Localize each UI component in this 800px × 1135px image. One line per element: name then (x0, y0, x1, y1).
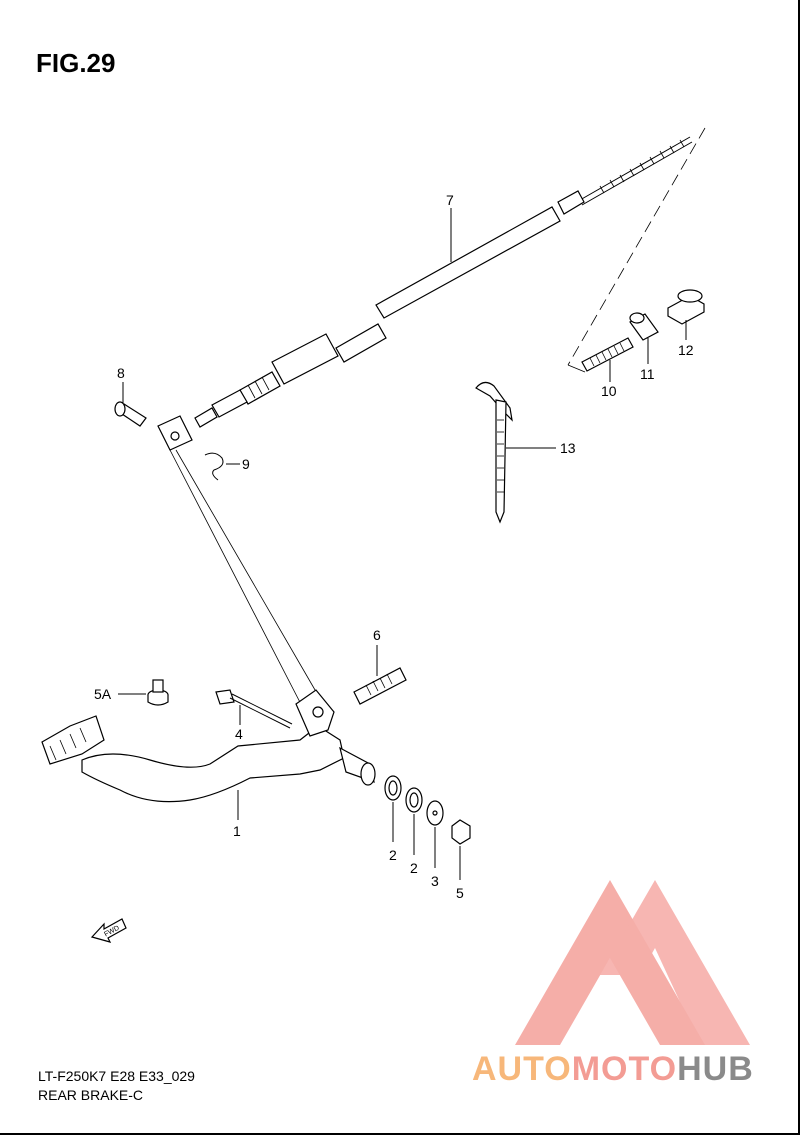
long-bolt (215, 689, 293, 729)
joint-part (629, 312, 659, 364)
callout-10: 10 (601, 383, 617, 399)
callout-5a: 5A (94, 686, 112, 702)
model-code: LT-F250K7 E28 E33_029 (38, 1068, 195, 1084)
callout-7: 7 (446, 192, 454, 208)
washer-3 (426, 800, 444, 868)
return-spring (353, 645, 407, 705)
callout-9: 9 (242, 456, 250, 472)
brake-cable (157, 136, 693, 451)
callout-1: 1 (233, 823, 241, 839)
washer-2a (384, 775, 402, 842)
callout-4: 4 (235, 726, 243, 742)
watermark-part-auto: AUTO (472, 1050, 572, 1088)
nut-5 (451, 819, 471, 880)
watermark-logo (515, 880, 750, 1045)
callout-5: 5 (456, 885, 464, 901)
clip-part (204, 452, 240, 481)
callout-2a: 2 (389, 847, 397, 863)
section-name: REAR BRAKE-C (38, 1087, 144, 1103)
bolt-part (667, 289, 705, 340)
watermark-text: AUTOMOTOHUB (472, 1050, 754, 1089)
washer-2b (405, 787, 423, 855)
cap-nut (118, 679, 169, 706)
watermark-part-moto: MOTO (571, 1050, 678, 1088)
assembly-lines (169, 449, 323, 713)
callout-2b: 2 (410, 860, 418, 876)
callout-8: 8 (117, 365, 125, 381)
spring-part (581, 337, 634, 382)
watermark-part-hub: HUB (677, 1050, 754, 1088)
callout-11: 11 (640, 366, 655, 382)
cable-tie (475, 381, 556, 524)
forward-arrow-icon: FWD (90, 918, 127, 943)
brake-pedal (41, 689, 376, 820)
callout-3: 3 (431, 873, 439, 889)
pin-part (114, 382, 147, 427)
callout-13: 13 (560, 440, 576, 456)
figure-title: FIG.29 (36, 48, 116, 78)
callout-6: 6 (373, 627, 381, 643)
callout-12: 12 (678, 342, 694, 358)
detail-bracket (567, 127, 706, 373)
